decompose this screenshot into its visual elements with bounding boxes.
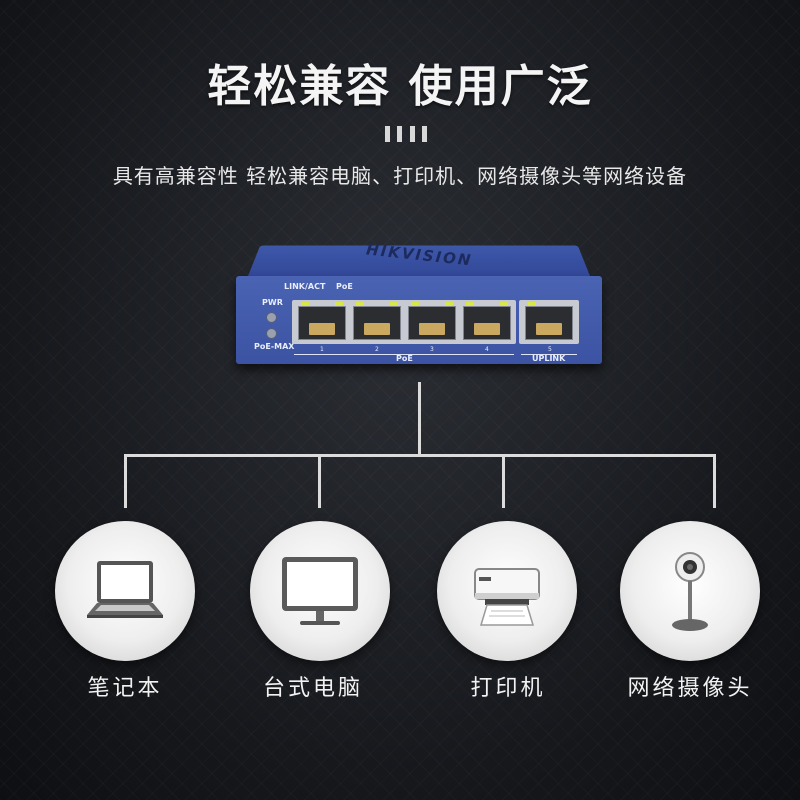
port-number: 1 xyxy=(320,346,324,353)
monitor-icon xyxy=(282,557,358,625)
drop-line xyxy=(713,454,716,508)
ethernet-port-4 xyxy=(463,302,511,340)
drop-line xyxy=(318,454,321,508)
port-number: 5 xyxy=(548,346,552,353)
page-title: 轻松兼容 使用广泛 xyxy=(207,61,593,112)
divider-marks xyxy=(385,126,427,142)
bus-line xyxy=(124,454,716,457)
device-label-laptop: 笔记本 xyxy=(87,676,163,701)
poe-ports-panel xyxy=(292,300,516,344)
ethernet-port-5 xyxy=(525,302,573,340)
pwr-label: PWR xyxy=(262,298,283,307)
webcam-device xyxy=(620,521,760,661)
pwr-led-icon xyxy=(266,312,277,323)
link-act-label: LINK/ACT xyxy=(284,282,326,291)
device-label-webcam: 网络摄像头 xyxy=(627,676,753,701)
poe-max-led-icon xyxy=(266,328,277,339)
poe-group-label: PoE xyxy=(396,354,413,363)
uplink-group-bar xyxy=(521,354,577,355)
printer-icon xyxy=(474,568,540,626)
poe-group-bar xyxy=(294,354,514,355)
device-label-desktop: 台式电脑 xyxy=(262,676,363,701)
drop-line xyxy=(124,454,127,508)
switch-front-panel: LINK/ACT PoE PWR PoE-MAX 1 2 3 4 5 PoE U… xyxy=(236,276,602,364)
printer-device xyxy=(437,521,577,661)
laptop-device xyxy=(55,521,195,661)
poe-max-label: PoE-MAX xyxy=(254,342,295,351)
port-number: 3 xyxy=(430,346,434,353)
poe-led-label: PoE xyxy=(336,282,353,291)
ethernet-port-1 xyxy=(298,302,346,340)
device-label-printer: 打印机 xyxy=(470,676,546,701)
trunk-line xyxy=(418,382,421,456)
desktop-device xyxy=(250,521,390,661)
port-number: 2 xyxy=(375,346,379,353)
poe-switch: HIKVISION LINK/ACT PoE PWR PoE-MAX 1 2 3… xyxy=(236,236,602,370)
port-number: 4 xyxy=(485,346,489,353)
uplink-label: UPLINK xyxy=(532,354,566,363)
ethernet-port-3 xyxy=(408,302,456,340)
webcam-icon xyxy=(672,552,708,631)
laptop-icon xyxy=(87,561,163,618)
uplink-port-panel xyxy=(519,300,579,344)
drop-line xyxy=(502,454,505,508)
ethernet-port-2 xyxy=(353,302,401,340)
page-subtitle: 具有高兼容性 轻松兼容电脑、打印机、网络摄像头等网络设备 xyxy=(112,164,688,188)
